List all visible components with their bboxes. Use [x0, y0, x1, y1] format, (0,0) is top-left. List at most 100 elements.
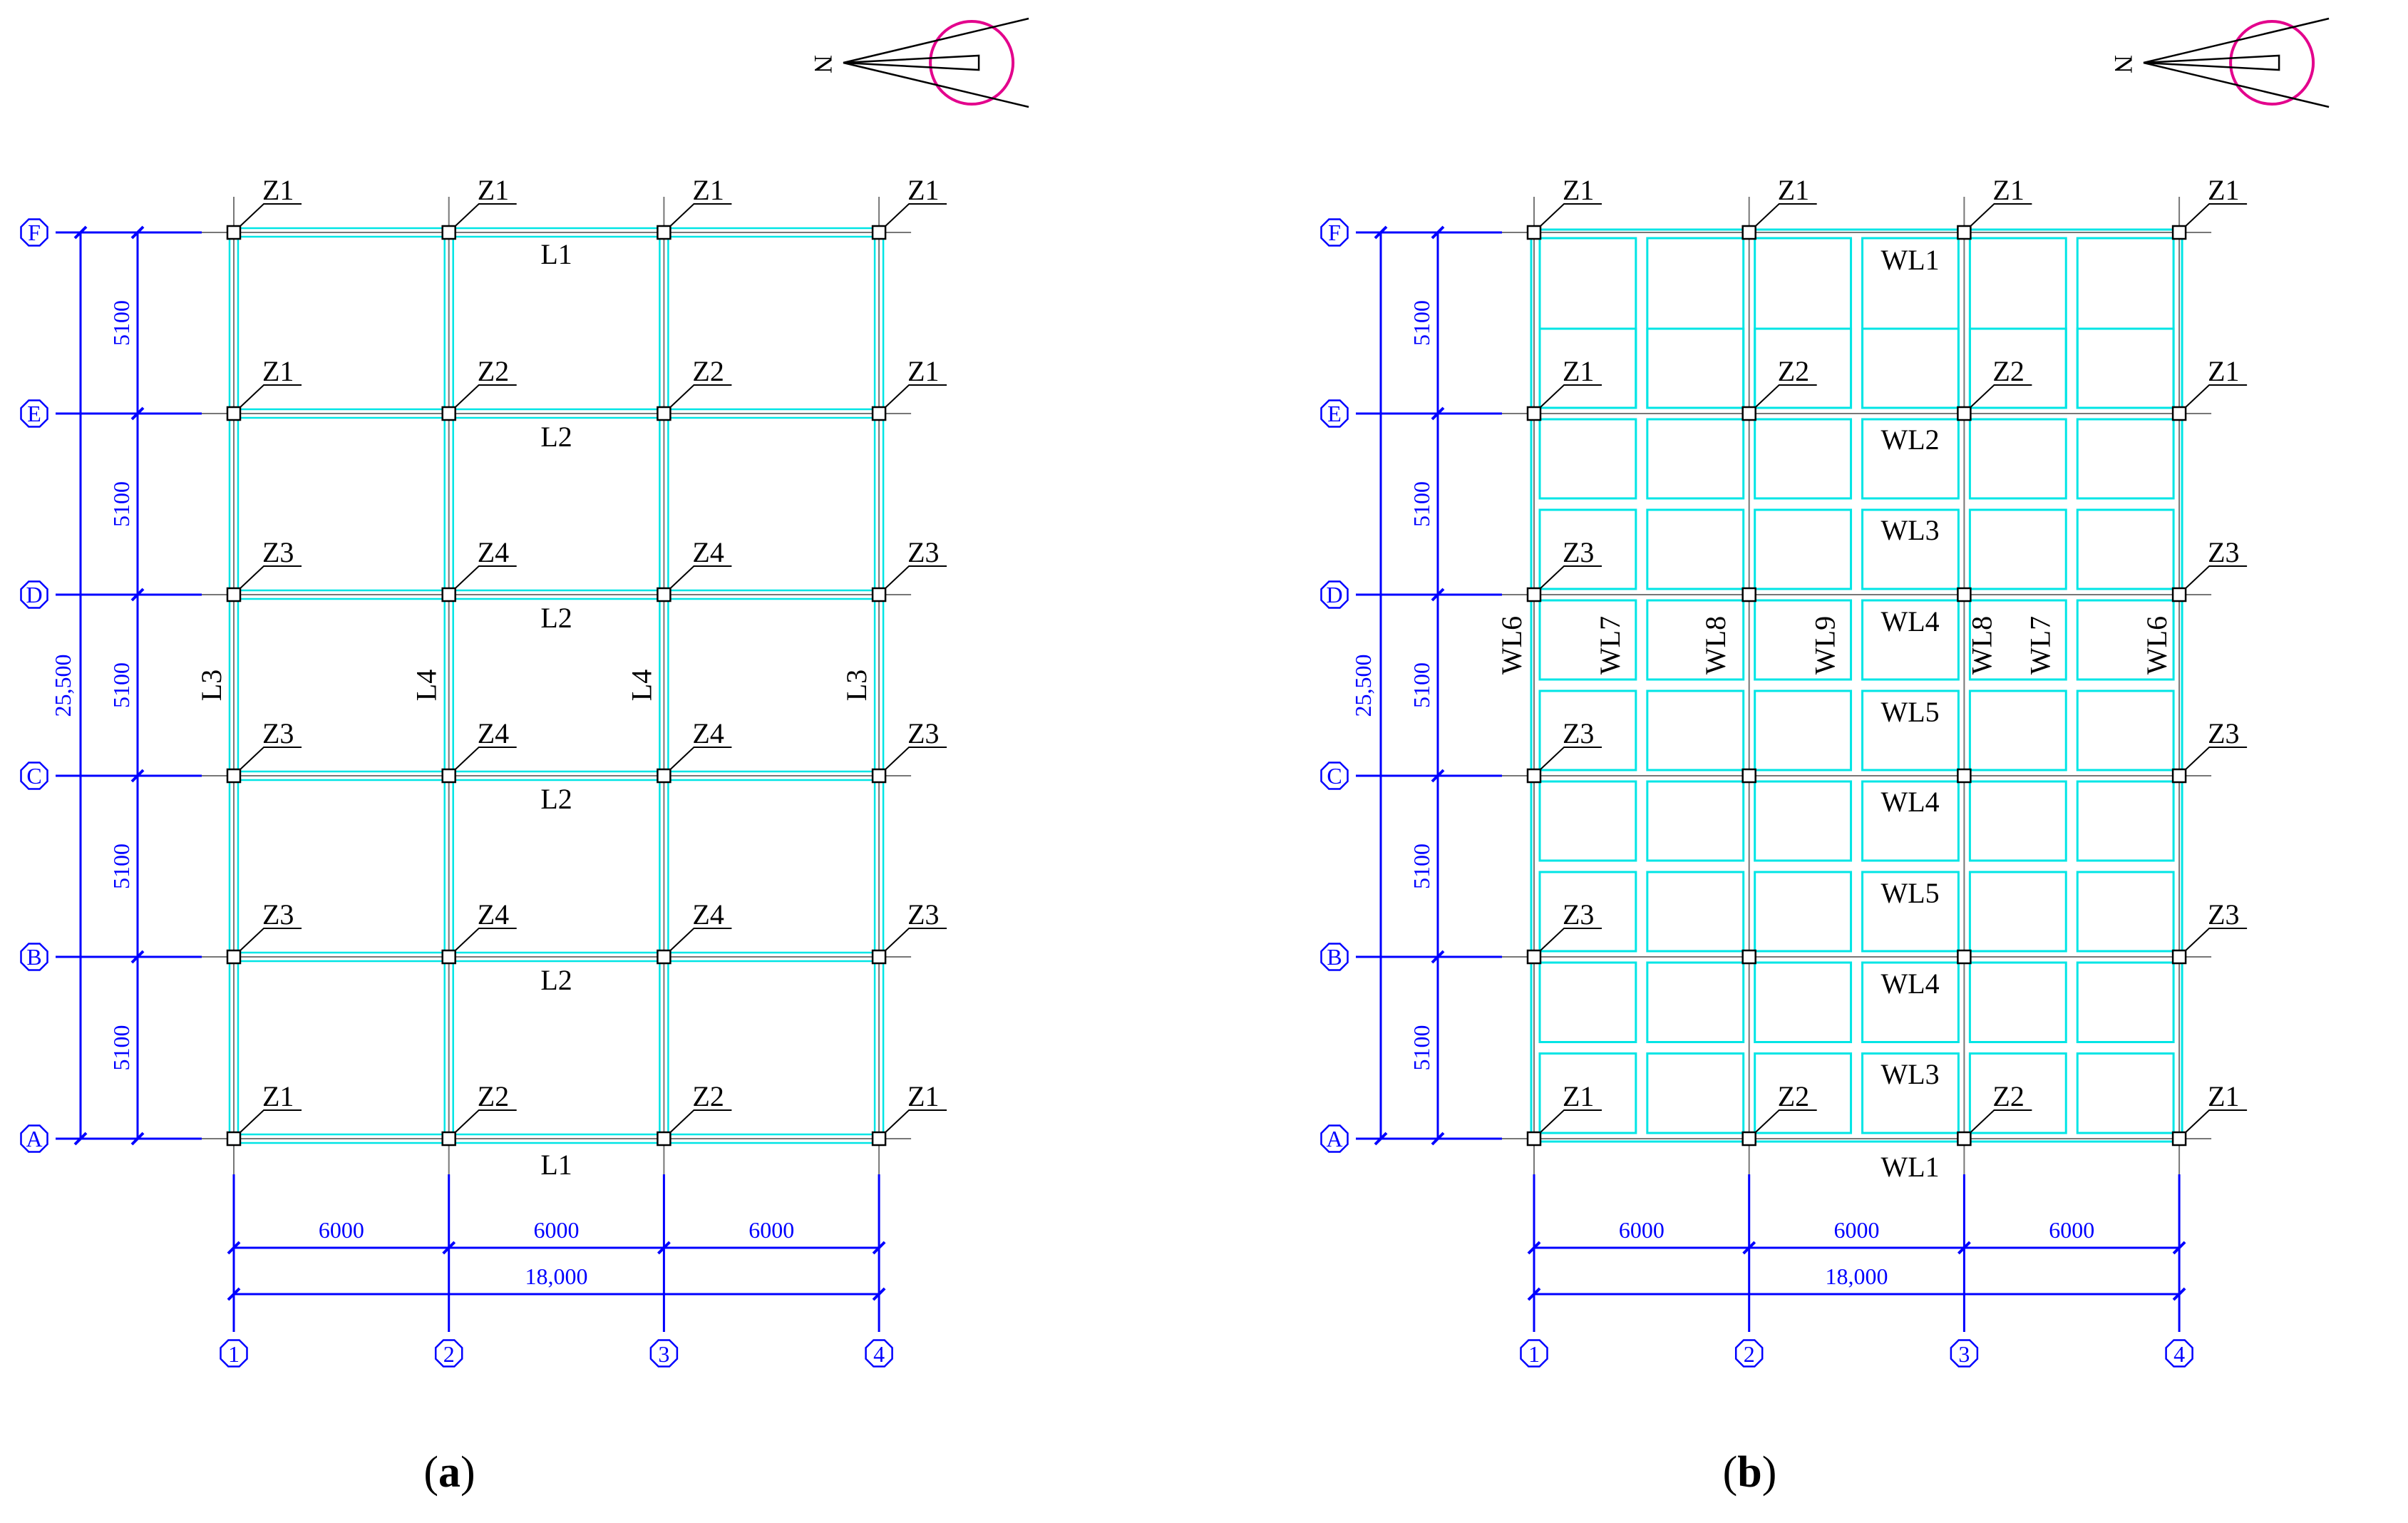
waffle-panel — [1754, 599, 1853, 681]
column-square — [657, 225, 672, 240]
column-leader — [239, 928, 302, 952]
beam-label-h: L1 — [540, 1149, 572, 1181]
waffle-panel — [1968, 508, 2067, 590]
dim-text-row-spacing: 5100 — [108, 300, 134, 346]
column-square — [441, 406, 456, 421]
axis-bubble-4 — [865, 1339, 893, 1368]
waffle-panel — [1646, 508, 1745, 590]
dim-text-row-spacing: 5100 — [1409, 481, 1434, 527]
column-square — [657, 768, 672, 784]
beam-label-h: L1 — [540, 238, 572, 270]
north-arrow-needle — [2144, 54, 2280, 71]
waffle-panel — [1861, 871, 1960, 953]
axis-label-B: B — [1327, 944, 1342, 970]
column-square — [871, 1131, 887, 1147]
dim-text-row-spacing: 5100 — [108, 1025, 134, 1071]
axis-bubble-F — [1320, 218, 1349, 247]
dim-tick — [130, 225, 145, 240]
column-label: Z1 — [907, 1080, 939, 1112]
column-leader — [2184, 928, 2248, 952]
waffle-panel — [1538, 327, 1637, 409]
column-square — [871, 587, 887, 602]
axis-bubble-D — [20, 580, 48, 609]
dim-tick — [1374, 225, 1388, 240]
axis-bubble-3 — [1950, 1339, 1979, 1368]
column-square — [657, 949, 672, 965]
dim-text-row-spacing: 5100 — [108, 662, 134, 708]
column-label: Z3 — [1563, 898, 1594, 930]
dim-tick — [2172, 1241, 2186, 1255]
column-label: Z1 — [1778, 174, 1809, 206]
beam-label-v: L3 — [840, 670, 873, 701]
column-label: Z3 — [907, 717, 939, 749]
column-leader — [239, 1109, 302, 1134]
column-leader — [669, 928, 732, 952]
column-label: Z3 — [262, 898, 294, 930]
axis-label-F: F — [28, 220, 41, 245]
column-label: Z1 — [478, 174, 509, 206]
axis-label-A: A — [1326, 1126, 1342, 1152]
waffle-panel — [1538, 871, 1637, 953]
beam-label-v: WL7 — [2024, 616, 2056, 675]
column-square — [441, 949, 456, 965]
axis-label-D: D — [1326, 582, 1342, 607]
dim-text-row-spacing: 5100 — [1409, 843, 1434, 889]
column-square — [871, 768, 887, 784]
axis-bubble-C — [1320, 762, 1349, 790]
waffle-panel — [1968, 327, 2067, 409]
waffle-panel — [1538, 780, 1637, 862]
column-label: Z3 — [262, 717, 294, 749]
beam-label-h: WL5 — [1880, 877, 1939, 909]
north-arrow-needle — [843, 54, 980, 71]
axis-bubble-A — [20, 1124, 48, 1153]
column-leader — [1539, 203, 1602, 227]
column-label: Z4 — [692, 717, 724, 749]
waffle-panel — [1646, 961, 1745, 1043]
waffle-panel — [1968, 871, 2067, 953]
beam-label-h: WL1 — [1880, 244, 1939, 276]
dim-tick — [227, 1241, 241, 1255]
beam-label-v: WL6 — [1496, 616, 1528, 675]
dim-tick — [1431, 769, 1445, 783]
axis-label-1: 1 — [228, 1341, 240, 1367]
dim-text-col-spacing: 6000 — [748, 1217, 794, 1243]
waffle-panel — [1861, 689, 1960, 771]
dim-tick — [1431, 950, 1445, 964]
column-square — [2171, 406, 2187, 421]
waffle-panel — [1538, 1052, 1637, 1134]
column-label: Z1 — [2208, 1080, 2239, 1112]
axis-label-4: 4 — [873, 1341, 885, 1367]
axis-label-B: B — [26, 944, 41, 970]
caption-b: (b) — [1723, 1448, 1777, 1497]
waffle-panel — [1968, 1052, 2067, 1134]
waffle-panel — [2076, 780, 2175, 862]
column-square — [226, 1131, 242, 1147]
column-label: Z1 — [262, 1080, 294, 1112]
column-label: Z4 — [478, 898, 509, 930]
caption-paren: ) — [1762, 1448, 1777, 1497]
column-label: Z1 — [1563, 1080, 1594, 1112]
column-square — [226, 406, 242, 421]
column-square — [2171, 225, 2187, 240]
waffle-panel — [2076, 961, 2175, 1043]
column-leader — [1539, 1109, 1602, 1134]
waffle-panel — [1754, 327, 1853, 409]
beam-label-v: WL7 — [1594, 616, 1626, 675]
column-leader — [454, 747, 517, 771]
column-square — [1957, 949, 1972, 965]
dim-text-col-spacing: 6000 — [1834, 1217, 1880, 1243]
column-leader — [884, 747, 947, 771]
waffle-panel — [1646, 871, 1745, 953]
dim-tick — [73, 225, 88, 240]
north-arrow-ring — [929, 20, 1015, 106]
axis-bubble-A — [1320, 1124, 1349, 1153]
dim-text-total-h: 18,000 — [1826, 1263, 1888, 1289]
beam-label-h: L2 — [540, 964, 572, 996]
waffle-panel — [1538, 961, 1637, 1043]
waffle-panel — [2076, 1052, 2175, 1134]
column-leader — [454, 565, 517, 590]
column-square — [226, 949, 242, 965]
dim-tick — [227, 1287, 241, 1301]
column-square — [1741, 768, 1756, 784]
